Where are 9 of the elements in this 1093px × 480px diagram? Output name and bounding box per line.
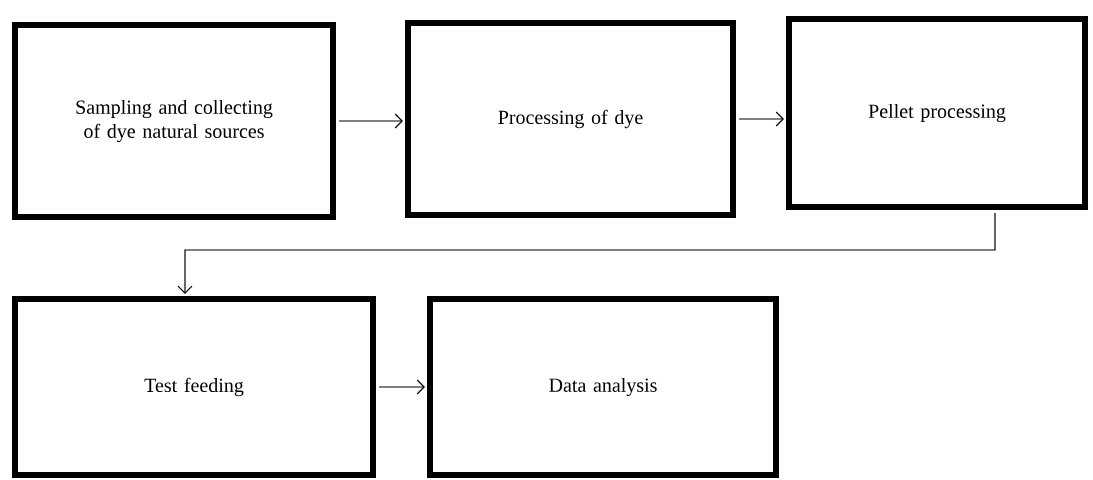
process-box: Processing of dye (405, 20, 736, 218)
arrow (338, 113, 403, 129)
process-box: Test feeding (12, 296, 376, 478)
arrow (378, 379, 425, 395)
process-box: Pellet processing (786, 16, 1088, 210)
arrow (177, 212, 996, 294)
process-box: Sampling and collecting of dye natural sources (12, 22, 336, 220)
process-box: Data analysis (427, 296, 779, 478)
arrow (738, 111, 784, 127)
